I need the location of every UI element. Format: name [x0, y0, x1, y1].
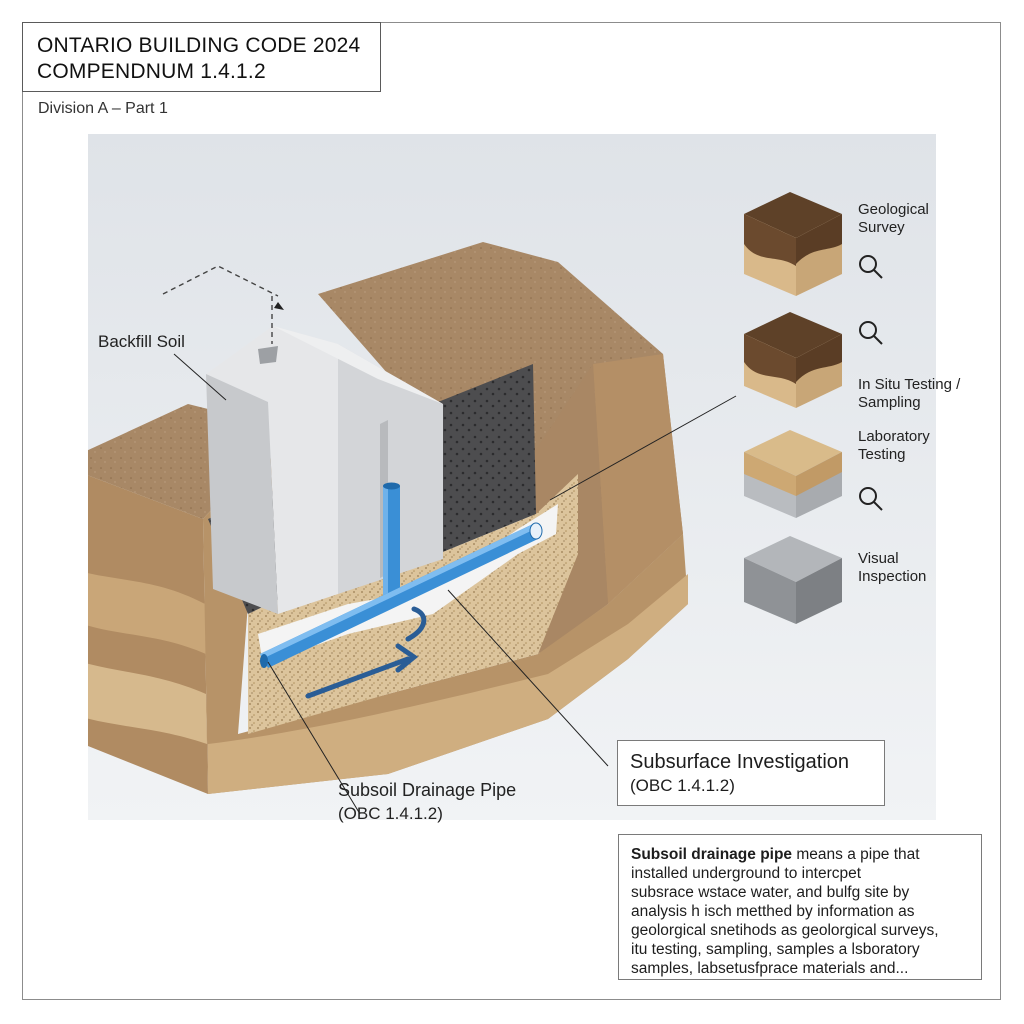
sample-label-line: Testing	[858, 446, 906, 463]
cross-section-illustration	[88, 134, 936, 820]
flow-arrow	[305, 606, 427, 699]
definition-term: Subsoil drainage pipe	[631, 846, 793, 863]
definition-line: itu testing, sampling, samples a lsborat…	[631, 941, 920, 958]
sample-label-laboratory: Laboratory Testing	[858, 428, 930, 464]
definition-line: subsrace wstace water, and bulfg site by	[631, 884, 910, 901]
magnifier-icon	[859, 487, 883, 511]
laboratory-testing-sample	[744, 430, 842, 518]
definition-line: geolorgical snetihods as geolorgical sur…	[631, 922, 939, 939]
geological-survey-sample	[744, 192, 842, 296]
sample-label-line: Inspection	[858, 568, 927, 585]
subsoil-drainage-pipe-label: Subsoil Drainage Pipe (OBC 1.4.1.2)	[338, 778, 516, 826]
definition-text: means a pipe that	[792, 846, 920, 863]
definition-line: analysis h isch metthed by information a…	[631, 903, 915, 920]
backfill-soil-label: Backfill Soil	[98, 332, 185, 351]
sample-label-visual: Visual Inspection	[858, 550, 926, 586]
title-line-1: ONTARIO BUILDING CODE 2024	[37, 34, 361, 57]
leader-lines	[173, 353, 737, 815]
concrete-footing	[206, 326, 443, 614]
sample-label-line: Sampling	[858, 394, 921, 411]
sample-label-line: Laboratory	[858, 428, 930, 445]
sample-label-line: Visual	[858, 550, 899, 567]
investigation-ref: (OBC 1.4.1.2)	[630, 776, 735, 795]
definition-line: samples, labsetusfprace materials and...	[631, 960, 909, 977]
gravel-back-wall	[433, 364, 536, 554]
pipe-title: Subsoil Drainage Pipe	[338, 780, 517, 800]
visual-inspection-sample	[744, 536, 842, 624]
magnifier-icon	[859, 255, 883, 279]
page-frame	[22, 22, 1001, 1000]
dashed-reference-arrow	[162, 265, 279, 344]
title-box: ONTARIO BUILDING CODE 2024 COMPENDNUM 1.…	[22, 22, 381, 92]
pipe-ref: (OBC 1.4.1.2)	[338, 804, 443, 823]
in-situ-testing-sample	[744, 312, 842, 408]
sample-label-in-situ: In Situ Testing / Sampling	[858, 376, 960, 412]
definition-line: installed underground to intercpet	[631, 865, 862, 882]
investigation-title: Subsurface Investigation	[630, 751, 850, 773]
definition-line: Subsoil drainage pipe means a pipe that	[631, 845, 969, 864]
title-line-2: COMPENDNUM 1.4.1.2	[37, 60, 266, 83]
sample-label-geological-survey: Geological Survey	[858, 201, 929, 237]
pipe-riser	[383, 482, 400, 598]
sample-label-line: In Situ Testing /	[858, 376, 961, 393]
subtitle: Division A – Part 1	[38, 100, 168, 117]
sample-label-line: Survey	[858, 219, 905, 236]
definition-box: Subsoil drainage pipe means a pipe that …	[618, 834, 982, 980]
magnifier-icon	[859, 321, 883, 345]
subsoil-drainage-pipe-graphic	[260, 522, 543, 668]
subsurface-investigation-box: Subsurface Investigation (OBC 1.4.1.2)	[617, 740, 885, 806]
sample-label-line: Geological	[858, 201, 929, 218]
soil-block-right	[318, 242, 683, 654]
